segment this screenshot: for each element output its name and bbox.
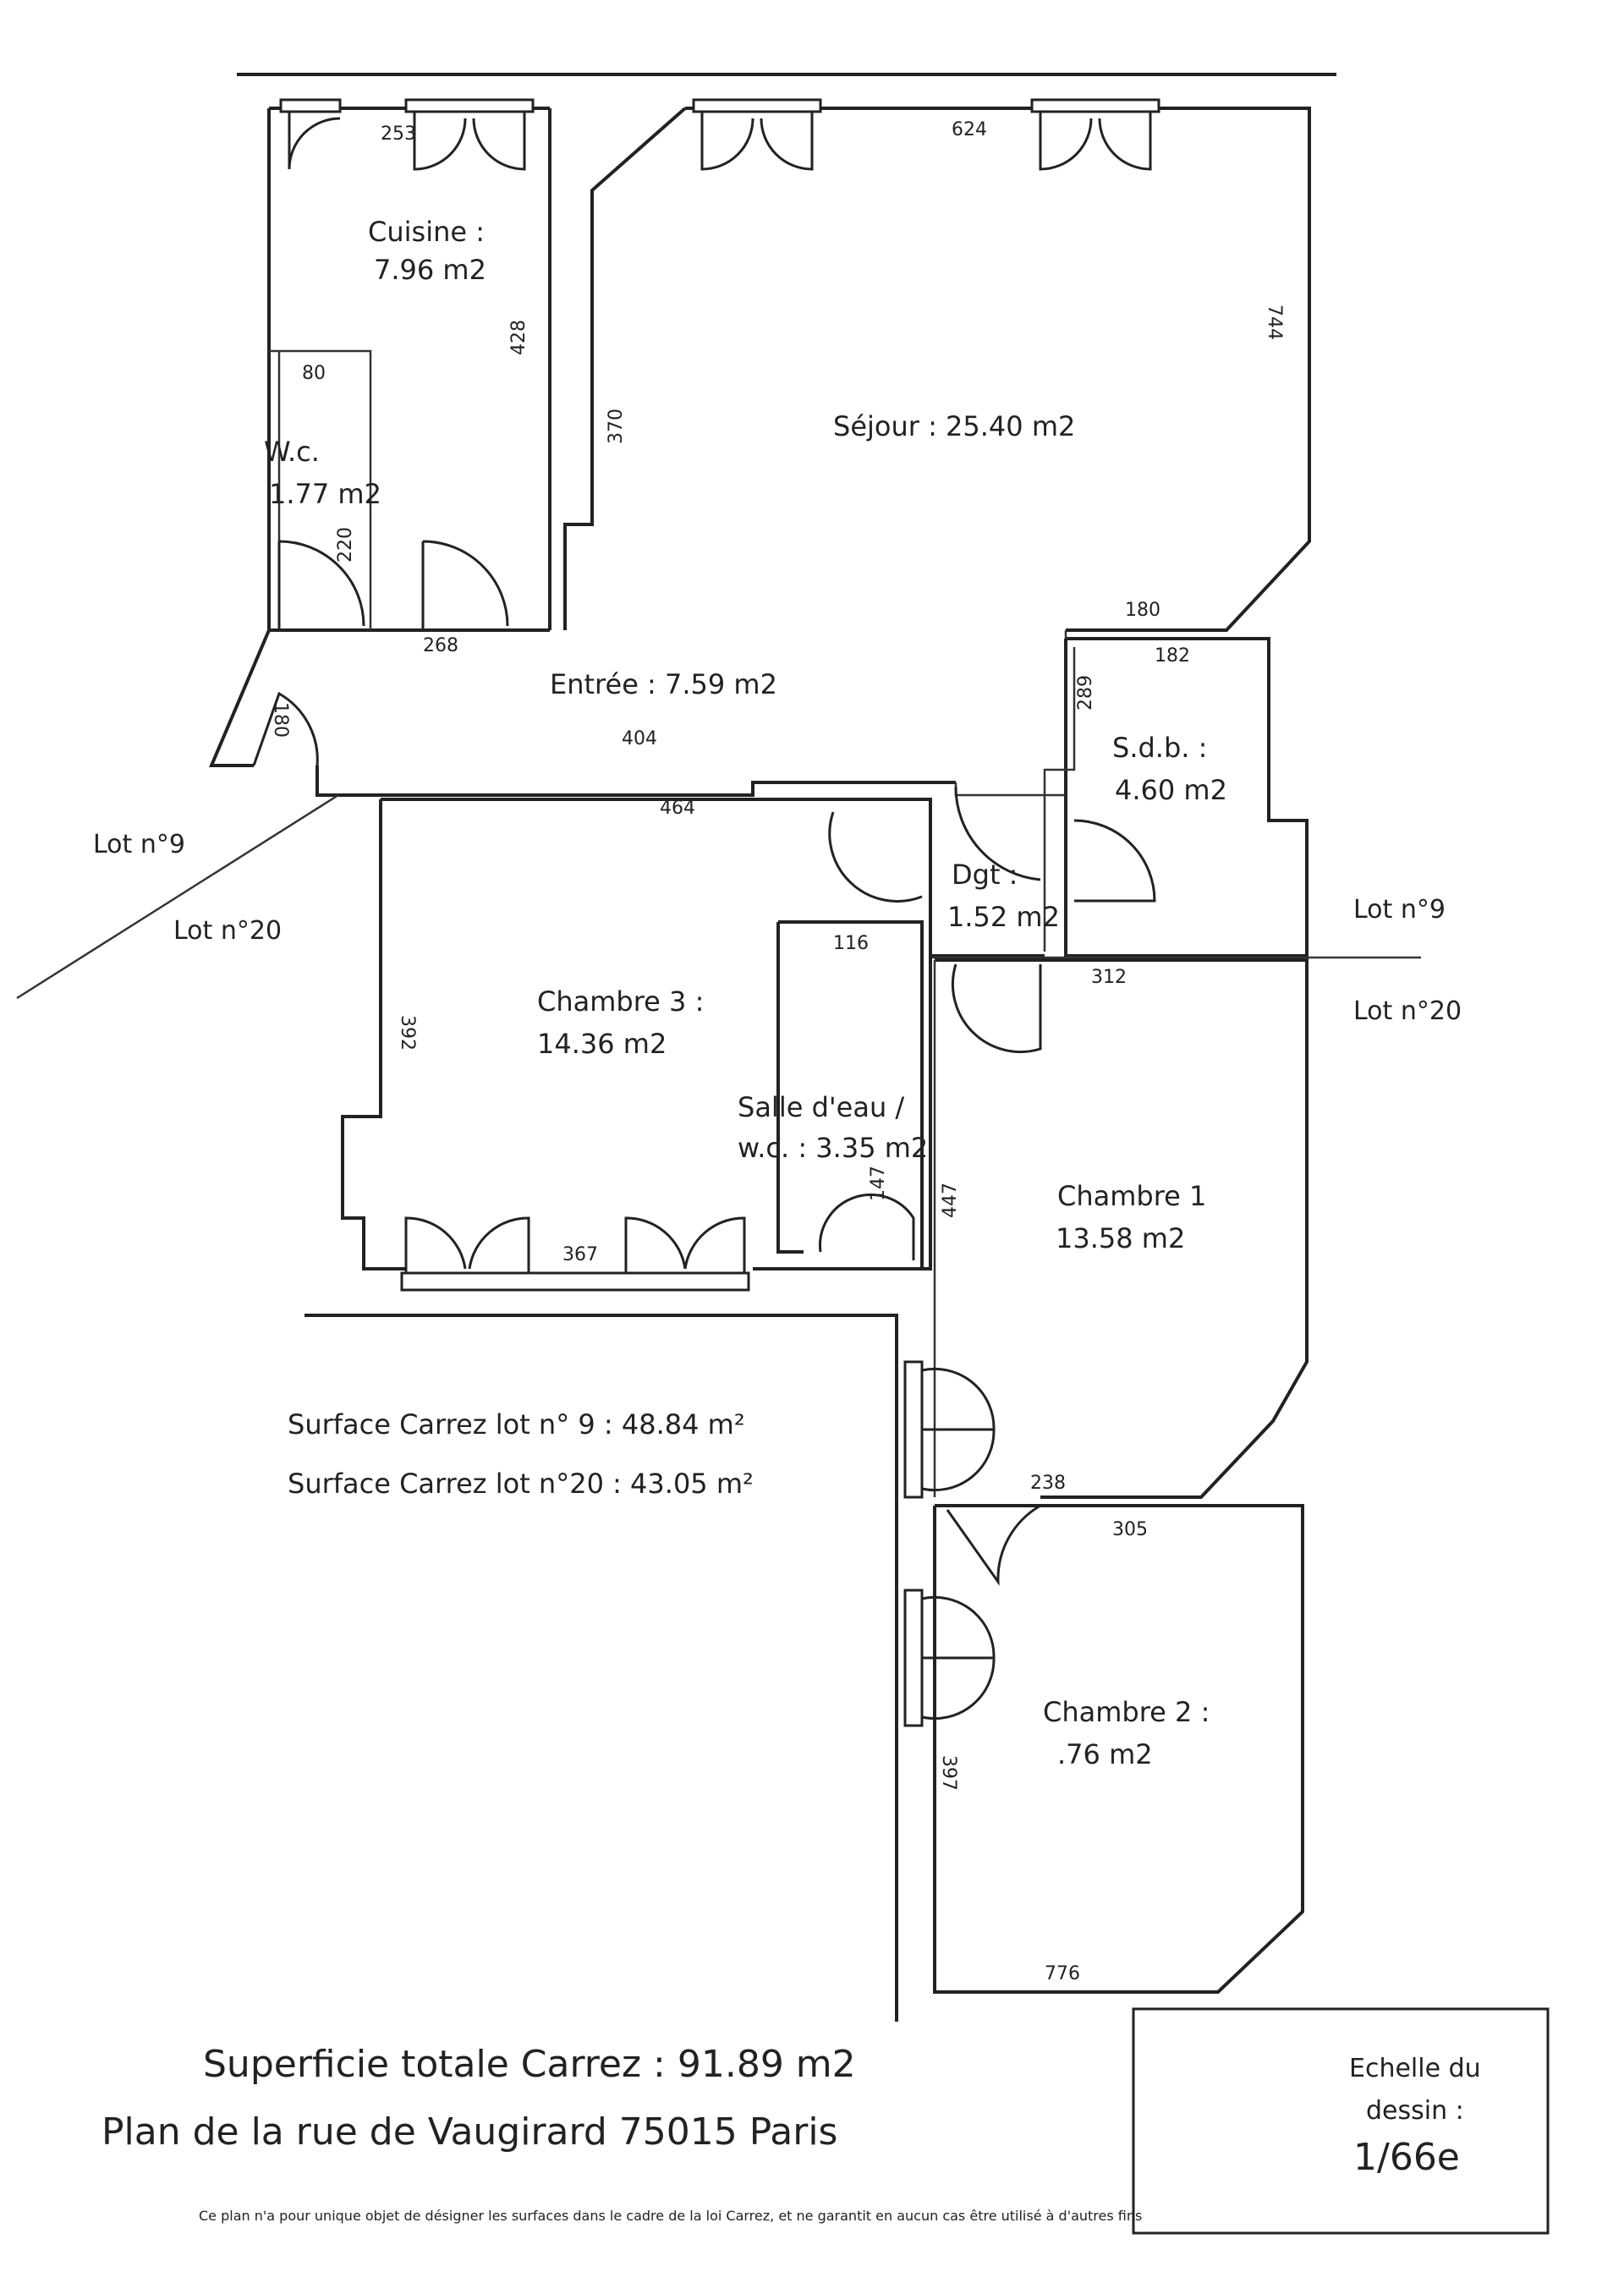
dim-entree-mid: 404 <box>622 728 657 749</box>
chambre1-name: Chambre 1 <box>1057 1180 1206 1212</box>
dim-wc-side: 220 <box>335 527 356 563</box>
dim-ch1-top: 312 <box>1091 967 1127 988</box>
chambre3-area: 14.36 m2 <box>537 1028 667 1060</box>
dim-ch3-top: 464 <box>660 798 695 819</box>
dim-sejour-bottom: 180 <box>1125 600 1160 621</box>
dim-ch2-bottom: 776 <box>1045 1963 1080 1984</box>
scale-value: 1/66e <box>1353 2136 1460 2179</box>
entree-label: Entrée : 7.59 m2 <box>550 668 777 700</box>
scale-box <box>1132 2007 1550 2235</box>
dim-sejour-top: 624 <box>952 119 987 140</box>
salle-eau-area: w.c. : 3.35 m2 <box>738 1132 928 1164</box>
sejour-walls <box>563 107 1311 632</box>
lot9-left-label: Lot n°9 <box>93 830 185 859</box>
wc-door <box>277 540 365 630</box>
entree-walls <box>208 629 1067 797</box>
disclaimer: Ce plan n'a pour unique objet de désigne… <box>199 2208 1142 2224</box>
dim-ch2-top: 305 <box>1112 1519 1148 1540</box>
chambre1-area: 13.58 m2 <box>1056 1222 1185 1254</box>
dim-wc-top: 80 <box>302 363 326 384</box>
dim-ch3-left: 392 <box>397 1015 418 1051</box>
chambre3-name: Chambre 3 : <box>537 985 704 1018</box>
chambre1-windows <box>903 1360 996 1499</box>
sdb-name: S.d.b. : <box>1112 732 1207 764</box>
sejour-windows <box>692 98 1160 171</box>
dgt-name: Dgt : <box>952 859 1018 891</box>
scale-line1: Echelle du <box>1349 2054 1481 2083</box>
wc-name: W.c. <box>264 436 320 468</box>
scale-line2: dessin : <box>1366 2096 1464 2126</box>
surface-lot20: Surface Carrez lot n°20 : 43.05 m² <box>288 1468 754 1500</box>
dim-ch3-bottom: 367 <box>562 1244 598 1265</box>
sejour-label: Séjour : 25.40 m2 <box>833 410 1075 442</box>
chambre1-walls <box>933 958 1309 1499</box>
lot-boundary-diagonal <box>16 793 339 1000</box>
dim-salle-side: 147 <box>868 1166 889 1201</box>
dim-ch2-left: 397 <box>938 1755 959 1791</box>
dgt-area: 1.52 m2 <box>947 901 1060 933</box>
total-surface: Superficie totale Carrez : 91.89 m2 <box>203 2043 856 2086</box>
sdb-walls <box>1043 637 1309 958</box>
dim-salle-top: 116 <box>833 933 869 954</box>
lot20-boundary <box>304 1314 898 2022</box>
dim-ch1-left: 447 <box>940 1183 961 1218</box>
dim-cuisine-right: 428 <box>508 320 529 355</box>
chambre3-walls <box>341 798 932 1292</box>
lot20-left-label: Lot n°20 <box>173 916 282 946</box>
dim-entree-bottom: 268 <box>423 635 458 656</box>
cuisine-door <box>421 540 509 630</box>
surface-lot9: Surface Carrez lot n° 9 : 48.84 m² <box>288 1408 745 1441</box>
lot9-right-label: Lot n°9 <box>1353 895 1446 925</box>
wc-area: 1.77 m2 <box>269 478 381 510</box>
lot20-right-label: Lot n°20 <box>1353 996 1462 1026</box>
dim-entree-door: 180 <box>270 702 291 738</box>
dim-ch1-bottom: 238 <box>1030 1473 1066 1494</box>
salle-eau-walls <box>776 920 924 1269</box>
dim-sdb-top: 182 <box>1155 645 1190 667</box>
dim-sejour-left: 370 <box>606 409 627 444</box>
cuisine-area: 7.96 m2 <box>374 254 486 286</box>
chambre2-area: .76 m2 <box>1057 1738 1153 1770</box>
chambre2-name: Chambre 2 : <box>1043 1696 1210 1728</box>
salle-eau-name: Salle d'eau / <box>738 1091 904 1123</box>
dim-sejour-right: 744 <box>1264 305 1285 340</box>
dim-sdb-left: 289 <box>1075 675 1096 711</box>
plan-address: Plan de la rue de Vaugirard 75015 Paris <box>102 2110 837 2154</box>
cuisine-windows <box>279 98 535 171</box>
chambre2-walls <box>903 1504 1304 1994</box>
cuisine-name: Cuisine : <box>368 216 485 248</box>
dim-cuisine-top: 253 <box>381 123 416 145</box>
sdb-area: 4.60 m2 <box>1115 774 1227 806</box>
